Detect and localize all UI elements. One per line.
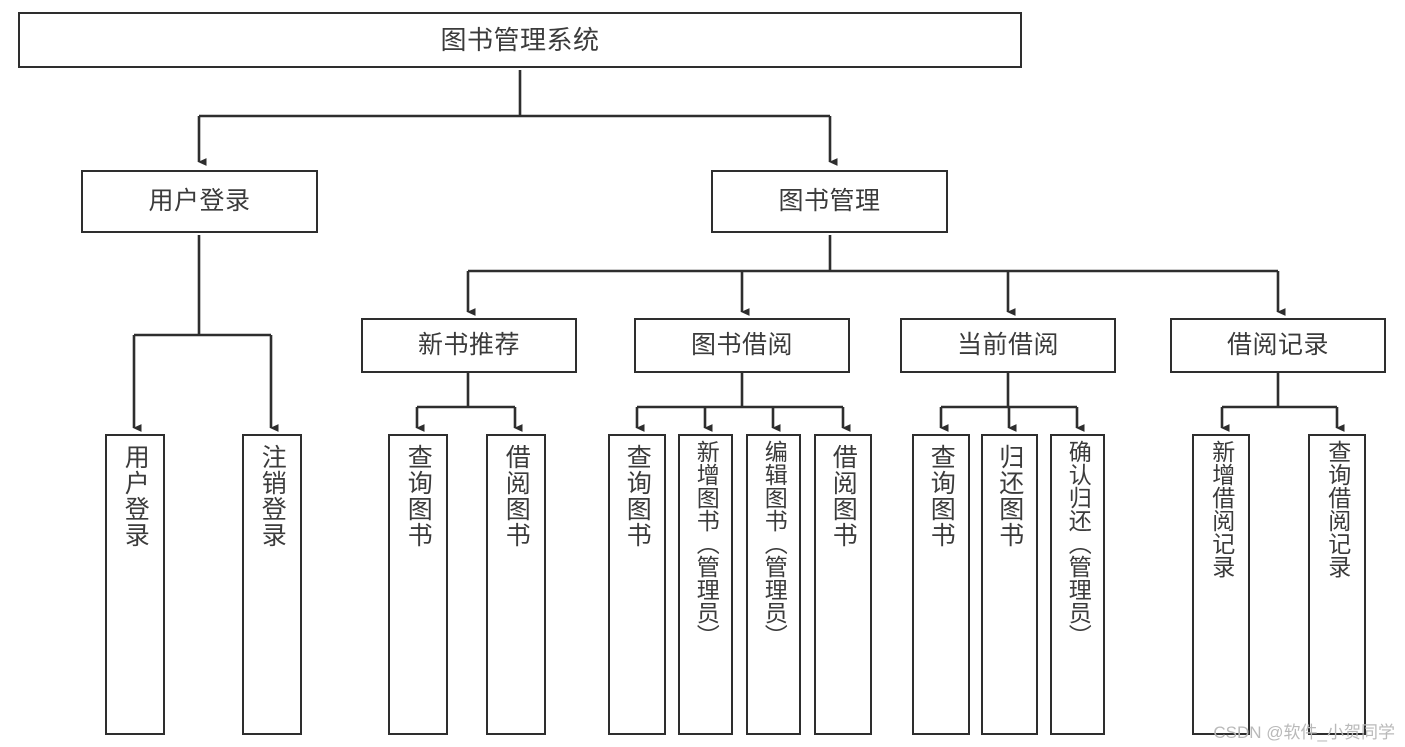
node-leaf-newbook-borrow[interactable]: 借阅图书 xyxy=(486,434,546,735)
node-user-login[interactable]: 用户登录 xyxy=(81,170,318,233)
node-leaf-bookborrow-edit-label: 编辑图书（管理员） xyxy=(761,440,788,647)
node-root-label: 图书管理系统 xyxy=(440,25,600,55)
node-leaf-user-logout[interactable]: 注销登录 xyxy=(242,434,302,735)
node-leaf-currentborrow-return-label: 归还图书 xyxy=(995,444,1024,548)
node-leaf-currentborrow-confirm[interactable]: 确认归还（管理员） xyxy=(1050,434,1105,735)
node-leaf-borrowrecord-add-label: 新增借阅记录 xyxy=(1208,440,1235,578)
node-book-manage[interactable]: 图书管理 xyxy=(711,170,948,233)
node-leaf-newbook-query-label: 查询图书 xyxy=(404,444,433,548)
csdn-watermark: CSDN @软件_小贺同学 xyxy=(1213,723,1395,742)
node-current-borrow[interactable]: 当前借阅 xyxy=(900,318,1116,373)
node-leaf-bookborrow-query[interactable]: 查询图书 xyxy=(608,434,666,735)
node-root[interactable]: 图书管理系统 xyxy=(18,12,1022,68)
node-leaf-user-login-label: 用户登录 xyxy=(121,444,150,548)
node-current-borrow-label: 当前借阅 xyxy=(956,331,1059,359)
node-leaf-currentborrow-return[interactable]: 归还图书 xyxy=(981,434,1038,735)
node-borrow-record-label: 借阅记录 xyxy=(1226,331,1329,359)
node-leaf-bookborrow-add-label: 新增图书（管理员） xyxy=(693,440,720,647)
node-leaf-bookborrow-query-label: 查询图书 xyxy=(623,444,652,548)
node-new-book[interactable]: 新书推荐 xyxy=(361,318,577,373)
node-leaf-bookborrow-add[interactable]: 新增图书（管理员） xyxy=(678,434,733,735)
node-leaf-borrowrecord-query-label: 查询借阅记录 xyxy=(1324,440,1351,578)
node-leaf-newbook-borrow-label: 借阅图书 xyxy=(502,444,531,548)
node-leaf-user-logout-label: 注销登录 xyxy=(258,444,287,548)
node-leaf-user-login[interactable]: 用户登录 xyxy=(105,434,165,735)
node-borrow-record[interactable]: 借阅记录 xyxy=(1170,318,1386,373)
node-leaf-bookborrow-borrow-label: 借阅图书 xyxy=(829,444,858,548)
node-leaf-bookborrow-edit[interactable]: 编辑图书（管理员） xyxy=(746,434,801,735)
node-leaf-newbook-query[interactable]: 查询图书 xyxy=(388,434,448,735)
node-leaf-currentborrow-query-label: 查询图书 xyxy=(927,444,956,548)
node-leaf-bookborrow-borrow[interactable]: 借阅图书 xyxy=(814,434,872,735)
node-book-borrow[interactable]: 图书借阅 xyxy=(634,318,850,373)
node-new-book-label: 新书推荐 xyxy=(417,331,520,359)
node-book-manage-label: 图书管理 xyxy=(778,187,881,215)
node-leaf-borrowrecord-add[interactable]: 新增借阅记录 xyxy=(1192,434,1250,735)
node-book-borrow-label: 图书借阅 xyxy=(690,331,793,359)
node-user-login-label: 用户登录 xyxy=(148,187,251,215)
node-leaf-borrowrecord-query[interactable]: 查询借阅记录 xyxy=(1308,434,1366,735)
node-leaf-currentborrow-confirm-label: 确认归还（管理员） xyxy=(1065,440,1092,647)
node-leaf-currentborrow-query[interactable]: 查询图书 xyxy=(912,434,970,735)
